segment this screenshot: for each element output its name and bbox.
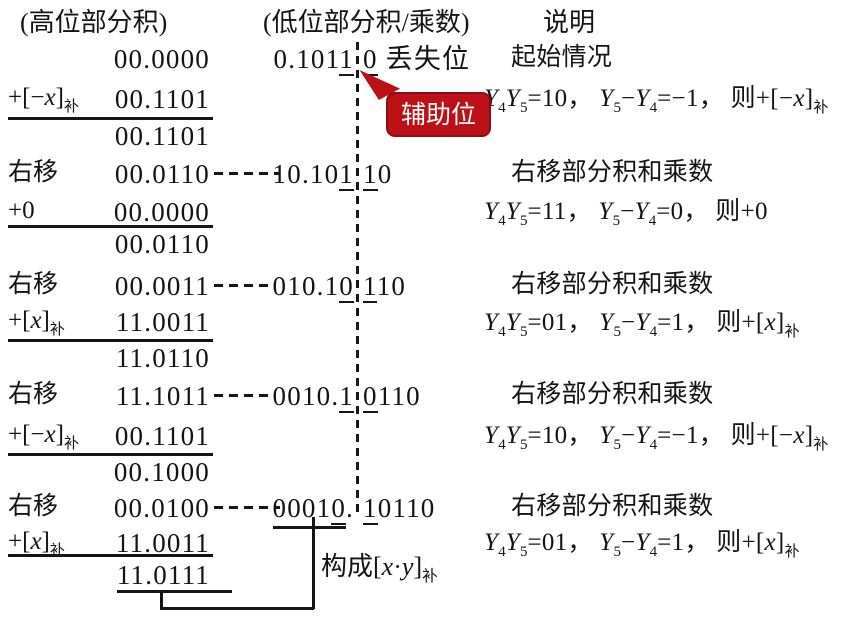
note-shift-2: 右移部分积和乘数: [511, 271, 714, 298]
op-label-shift-4: 右移: [8, 493, 59, 520]
sum-rule-3: [8, 339, 213, 342]
auxiliary-bit-divider-line: [356, 42, 359, 516]
product-bracket-left: [160, 592, 163, 609]
op-label-shift-3: 右移: [8, 381, 59, 408]
low-value-shift-3-post: 0110: [363, 381, 421, 413]
low-value-shift-3-pre: 0010.1: [272, 381, 354, 413]
low-value-shift-4-post: 10110: [363, 493, 436, 525]
note-rule-1: Y4Y5=10， Y5−Y4=−1， 则+[−x]补: [484, 85, 829, 116]
header-low-partial-product-multiplier: (低位部分积/乘数): [263, 8, 470, 37]
product-bracket-right: [312, 517, 315, 609]
sum-rule-5: [8, 554, 213, 557]
high-value-addend-1: 00.1101: [114, 84, 210, 114]
note-rule-4: Y4Y5=10， Y5−Y4=−1， 则+[−x]补: [484, 422, 829, 453]
shift-connector-3: [214, 394, 276, 397]
note-shift-3: 右移部分积和乘数: [511, 381, 714, 408]
high-value-shift-2: 00.0011: [114, 271, 210, 301]
note-rule-3: Y4Y5=01， Y5−Y4=1， 则+[x]补: [484, 309, 800, 340]
high-value-shift-4: 00.0100: [113, 493, 210, 523]
high-value-shift-3: 11.1011: [115, 381, 210, 411]
high-value-initial: 00.0000: [113, 44, 210, 74]
header-explanation: 说明: [543, 8, 596, 37]
sum-rule-4: [8, 453, 213, 456]
low-value-shift-1-pre: 10.101: [272, 159, 354, 191]
low-value-shift-1-post: 10: [363, 159, 393, 191]
low-value-shift-2-pre: 010.10: [272, 271, 354, 303]
op-label-add-x-1: +[x]补: [8, 307, 65, 338]
product-bracket-bottom: [160, 607, 314, 610]
shift-connector-2: [214, 284, 276, 287]
product-bracket-label: 构成[x·y]补: [321, 552, 438, 586]
high-value-addend-4: 00.1101: [114, 421, 210, 451]
high-value-sum-1: 00.1101: [114, 121, 210, 151]
header-high-partial-product: (高位部分积): [20, 8, 168, 37]
op-label-add-neg-x-1: +[−x]补: [8, 84, 79, 115]
note-rule-2: Y4Y5=11， Y5−Y4=0， 则+0: [484, 198, 768, 229]
note-initial: 起始情况: [511, 44, 613, 71]
high-value-final-sum: 11.0111: [116, 560, 210, 590]
high-value-sum-2: 00.0110: [114, 229, 210, 259]
low-value-shift-4-pre: 00010.: [228, 493, 354, 529]
shift-connector-1: [214, 172, 280, 175]
op-label-shift-1: 右移: [8, 159, 59, 186]
note-shift-4: 右移部分积和乘数: [511, 493, 714, 520]
sum-rule-1: [8, 117, 213, 120]
shift-connector-4: [214, 506, 280, 509]
high-value-shift-1: 00.0110: [114, 159, 210, 189]
sum-rule-2: [8, 225, 213, 228]
high-value-addend-3: 11.0011: [115, 307, 210, 337]
note-rule-5: Y4Y5=01， Y5−Y4=1， 则+[x]补: [484, 529, 800, 560]
low-value-shift-2-post: 110: [363, 271, 407, 303]
op-label-add-zero: +0: [8, 197, 35, 224]
low-value-initial-post-lost-bit: 0 丢失位: [363, 44, 471, 76]
final-sum-underline: [117, 590, 232, 593]
high-value-sum-4: 00.1000: [113, 457, 210, 487]
op-label-add-neg-x-2: +[−x]补: [8, 421, 79, 452]
auxiliary-bit-callout: 辅助位: [386, 92, 492, 137]
low-value-initial-pre: 0.1011: [273, 44, 354, 76]
note-shift-1: 右移部分积和乘数: [511, 159, 714, 186]
high-value-sum-3: 11.0110: [115, 343, 210, 373]
high-value-addend-5: 11.0011: [115, 528, 210, 558]
high-value-addend-2: 00.0000: [113, 197, 210, 227]
op-label-shift-2: 右移: [8, 271, 59, 298]
